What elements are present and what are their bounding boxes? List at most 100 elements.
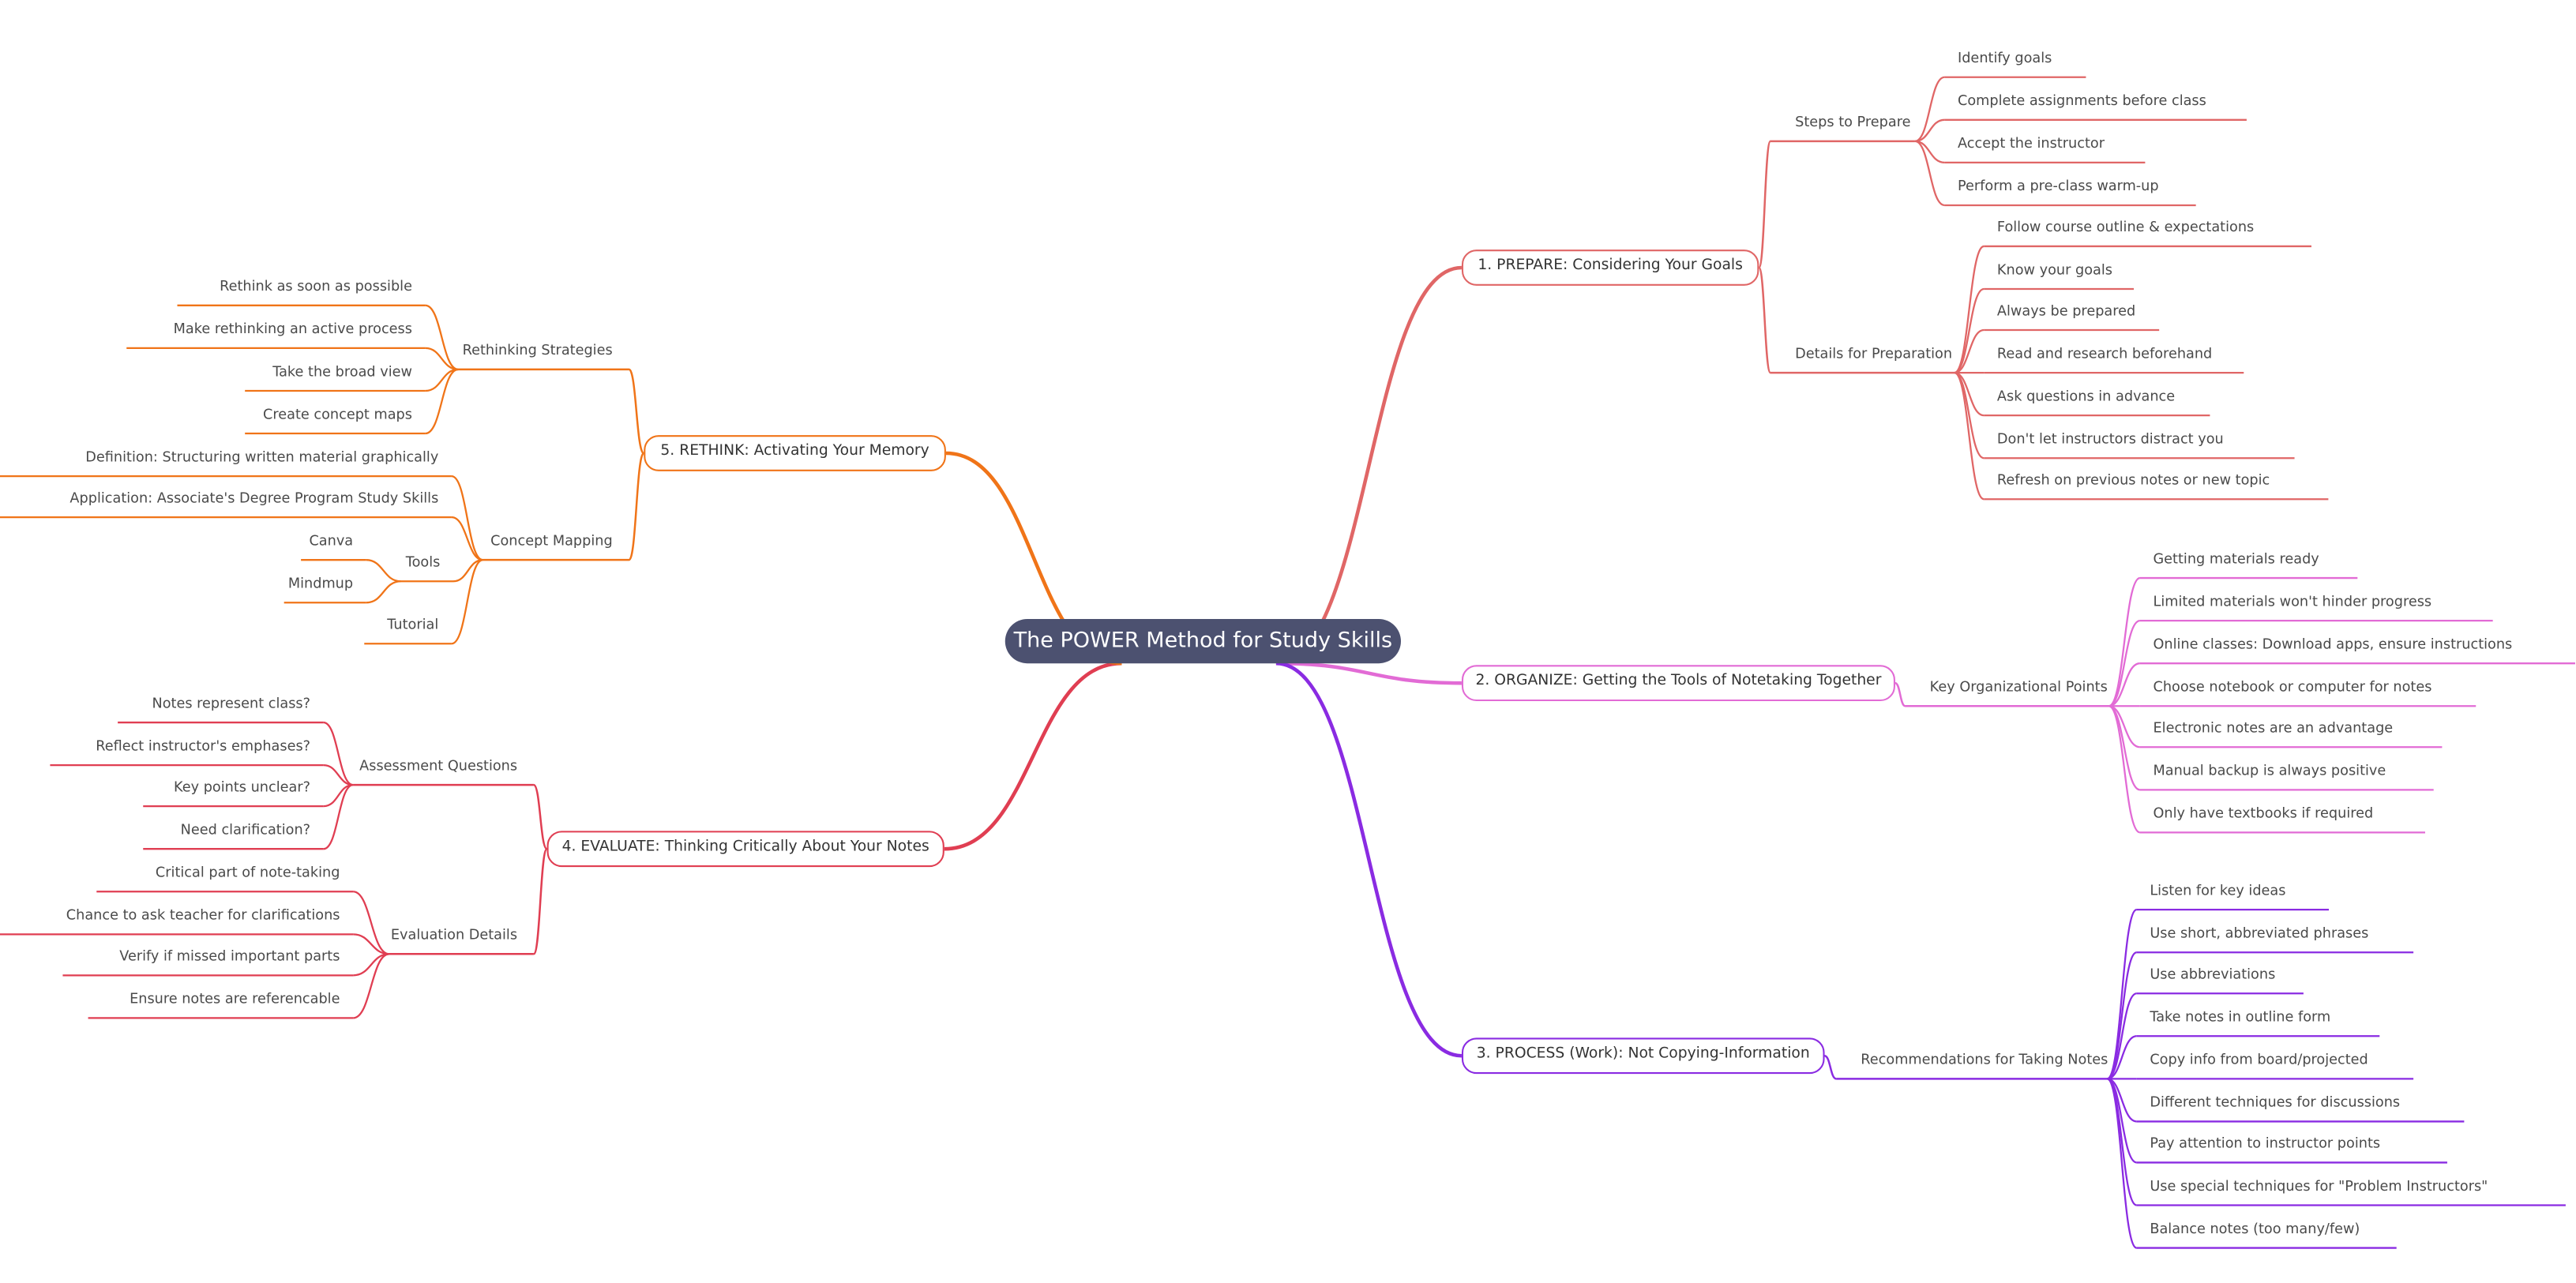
leaf-topic[interactable]: Online classes: Download apps, ensure in… [2153,636,2513,654]
leaf-topic[interactable]: Read and research beforehand [1996,346,2213,363]
group-topic[interactable]: Rethinking Strategies [462,343,613,360]
leaf-topic[interactable]: Only have textbooks if required [2153,806,2374,823]
leaf-topic[interactable]: Key points unclear? [174,779,311,797]
leaf-topic[interactable]: Application: Associate's Degree Program … [69,490,439,508]
leaf-topic[interactable]: Refresh on previous notes or new topic [1996,472,2270,490]
connector-line [323,783,354,850]
leaf-topic[interactable]: Choose notebook or computer for notes [2153,679,2432,696]
connector-line [2108,705,2141,791]
connector-line [425,368,459,435]
connector-line [2108,619,2141,707]
leaf-topic[interactable]: Don't let instructors distract you [1996,431,2224,448]
connector-line [2106,1078,2138,1249]
connector-line [1275,265,1462,666]
subgroup-topic[interactable]: Tools [405,554,441,572]
leaf-topic[interactable]: Identify goals [1958,51,2052,68]
leaf-topic[interactable]: Tutorial [387,617,439,634]
leaf-topic[interactable]: Know your goals [1996,262,2112,279]
leaf-topic[interactable]: Use short, abbreviated phrases [2150,925,2369,943]
leaf-topic[interactable]: Perform a pre-class warm-up [1958,178,2159,196]
leaf-topic[interactable]: Critical part of note-taking [155,865,340,882]
group-topic[interactable]: Key Organizational Points [1929,679,2108,696]
connector-line [353,933,389,955]
connector-line [2108,705,2141,834]
leaf-topic[interactable]: Pay attention to instructor points [2150,1136,2381,1153]
connector-line [1758,266,1772,374]
connector-line [532,847,548,955]
branch-topic[interactable]: 3. PROCESS (Work): Not Copying-Informati… [1461,1037,1825,1075]
leaf-topic[interactable]: Balance notes (too many/few) [2150,1221,2360,1239]
central-topic[interactable]: The POWER Method for Study Skills [1004,619,1401,664]
connector-line [2108,662,2141,707]
leaf-topic[interactable]: Listen for key ideas [2150,883,2286,900]
connector-line [1954,371,1985,501]
leaf-topic[interactable]: Ensure notes are referencable [130,992,340,1008]
leaf-topic[interactable]: Reflect instructor's emphases? [96,738,311,756]
connector-line [1954,328,1985,374]
leaf-topic[interactable]: Take the broad view [272,364,412,381]
connector-line [452,559,483,583]
leaf-topic[interactable]: Take notes in outline form [2150,1010,2331,1026]
connector-line [1275,661,1462,685]
connector-line [532,783,548,850]
connector-line [352,891,390,955]
connector-line [323,763,354,786]
group-topic[interactable]: Steps to Prepare [1795,114,1911,132]
group-topic[interactable]: Details for Preparation [1795,346,1953,363]
connector-line [1823,1054,1837,1080]
leaf-topic[interactable]: Accept the instructor [1958,136,2105,153]
leaf-topic[interactable]: Always be prepared [1996,303,2136,321]
leaf-topic[interactable]: Limited materials won't hinder progress [2153,594,2432,611]
leaf-topic[interactable]: Rethink as soon as possible [220,279,412,296]
connector-line [1954,245,1985,374]
connector-line [451,559,483,645]
connector-line [1914,140,1945,207]
connector-line [1275,661,1462,1058]
leaf-topic[interactable]: Different techniques for discussions [2150,1095,2401,1112]
connector-line [1914,76,1945,142]
group-topic[interactable]: Assessment Questions [359,758,518,775]
leaf-topic[interactable]: Getting materials ready [2153,551,2319,568]
connector-line [425,304,459,371]
connector-line [352,953,390,1019]
branch-topic[interactable]: 4. EVALUATE: Thinking Critically About Y… [546,831,944,868]
group-topic[interactable]: Recommendations for Taking Notes [1861,1052,2108,1069]
connector-line [366,580,401,604]
connector-line [628,368,645,455]
leaf-topic[interactable]: Mindmup [287,576,354,593]
branch-topic[interactable]: 5. RETHINK: Activating Your Memory [644,435,946,471]
branch-topic[interactable]: 2. ORGANIZE: Getting the Tools of Noteta… [1461,665,1895,702]
connector-line [1894,681,1906,707]
leaf-topic[interactable]: Use abbreviations [2150,966,2276,984]
leaf-topic[interactable]: Notes represent class? [152,696,311,713]
leaf-topic[interactable]: Manual backup is always positive [2153,763,2386,780]
leaf-topic[interactable]: Create concept maps [263,407,412,424]
leaf-topic[interactable]: Complete assignments before class [1958,93,2206,111]
connector-line [2106,1035,2137,1080]
leaf-topic[interactable]: Ask questions in advance [1996,388,2176,406]
connector-line [2106,909,2138,1080]
leaf-topic[interactable]: Follow course outline & expectations [1996,219,2255,237]
connector-line [1954,287,1985,374]
leaf-topic[interactable]: Verify if missed important parts [119,949,340,966]
connector-line [323,721,354,786]
connector-line [944,661,1122,851]
connector-line [2106,951,2138,1080]
group-topic[interactable]: Evaluation Details [390,928,518,944]
leaf-topic[interactable]: Need clarification? [180,822,311,839]
connector-line [425,347,459,371]
leaf-topic[interactable]: Electronic notes are an advantage [2153,720,2394,737]
leaf-topic[interactable]: Make rethinking an active process [173,321,412,339]
branch-topic[interactable]: 1. PREPARE: Considering Your Goals [1461,249,1759,286]
connector-line [628,452,645,561]
group-topic[interactable]: Concept Mapping [490,533,613,550]
leaf-topic[interactable]: Use special techniques for "Problem Inst… [2150,1179,2488,1196]
leaf-topic[interactable]: Definition: Structuring written material… [85,449,439,467]
connector-line [1914,118,1945,142]
connector-line [366,559,401,583]
leaf-topic[interactable]: Canva [309,533,354,550]
leaf-topic[interactable]: Copy info from board/projected [2150,1052,2368,1069]
leaf-topic[interactable]: Chance to ask teacher for clarifications [66,908,340,925]
